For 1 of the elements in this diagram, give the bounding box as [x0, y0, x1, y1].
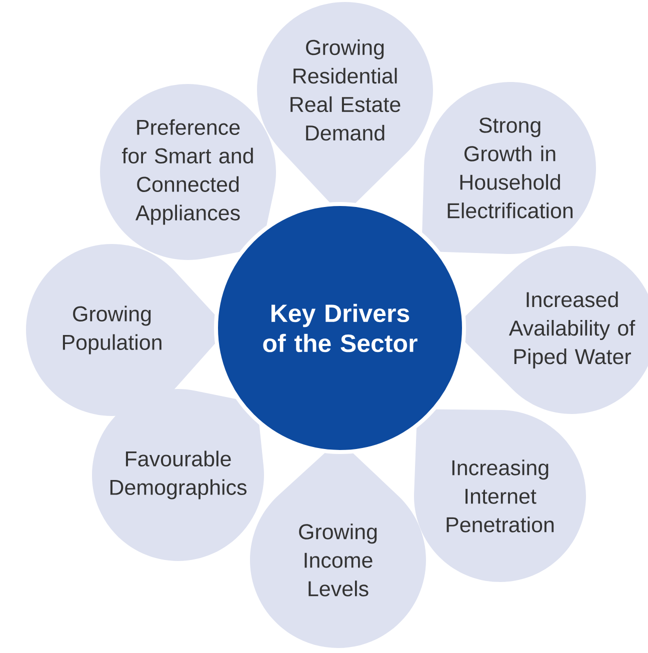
node-label: Growing Population — [62, 306, 162, 354]
